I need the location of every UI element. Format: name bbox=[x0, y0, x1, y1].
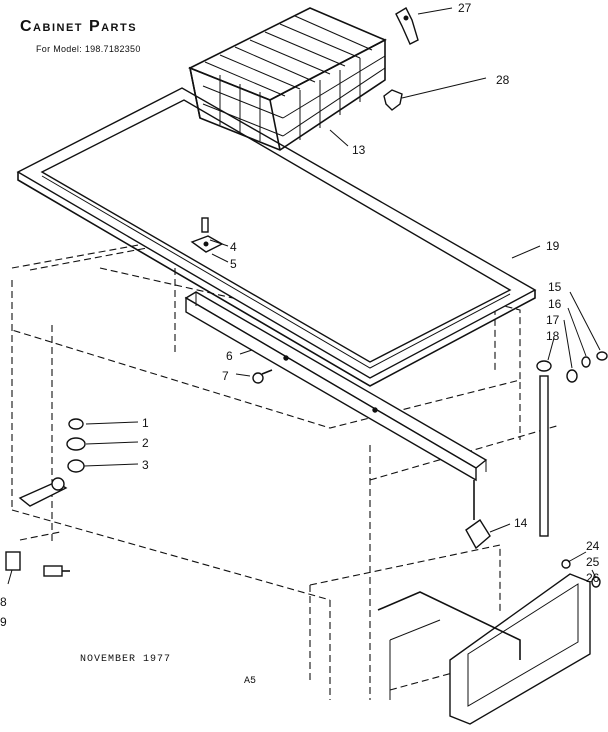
callout-28: 28 bbox=[496, 73, 510, 87]
model-number: For Model: 198.7182350 bbox=[36, 44, 141, 54]
callout-5: 5 bbox=[230, 257, 237, 271]
hinge-hardware-15-18 bbox=[536, 351, 608, 537]
basket-clip-28 bbox=[383, 89, 403, 111]
callout-26: 26 bbox=[586, 571, 600, 585]
wire-basket-13 bbox=[188, 7, 387, 151]
callout-14: 14 bbox=[514, 516, 528, 530]
callout-19: 19 bbox=[546, 239, 560, 253]
callout-27: 27 bbox=[458, 1, 472, 15]
leader-lines bbox=[7, 7, 601, 585]
callout-13: 13 bbox=[352, 143, 366, 157]
print-date: NOVEMBER 1977 bbox=[80, 654, 172, 665]
latch-14 bbox=[465, 480, 491, 550]
drain-parts-1-3 bbox=[18, 418, 86, 507]
callout-7: 7 bbox=[222, 369, 229, 383]
callout-25: 25 bbox=[586, 555, 600, 569]
grill-panel-24-26 bbox=[449, 559, 601, 725]
leveling-parts-8-9 bbox=[5, 551, 70, 577]
callout-4: 4 bbox=[230, 240, 237, 254]
lid-frame-19 bbox=[16, 87, 537, 387]
hinge-bar-6 bbox=[184, 291, 488, 482]
callout-9: 9 bbox=[0, 615, 7, 629]
callout-3: 3 bbox=[142, 458, 149, 472]
callout-1: 1 bbox=[142, 416, 149, 430]
callout-8: 8 bbox=[0, 595, 7, 609]
callout-2: 2 bbox=[142, 436, 149, 450]
screw-7 bbox=[252, 369, 273, 384]
callout-17: 17 bbox=[546, 313, 560, 327]
drain-drawer bbox=[377, 591, 521, 700]
callout-18: 18 bbox=[546, 329, 560, 343]
callout-6: 6 bbox=[226, 349, 233, 363]
callout-16: 16 bbox=[548, 297, 562, 311]
page-title: Cabinet Parts bbox=[20, 18, 138, 35]
basket-hanger-27 bbox=[395, 7, 419, 45]
callout-15: 15 bbox=[548, 280, 562, 294]
page-code: A5 bbox=[244, 676, 257, 687]
callout-24: 24 bbox=[586, 539, 600, 553]
